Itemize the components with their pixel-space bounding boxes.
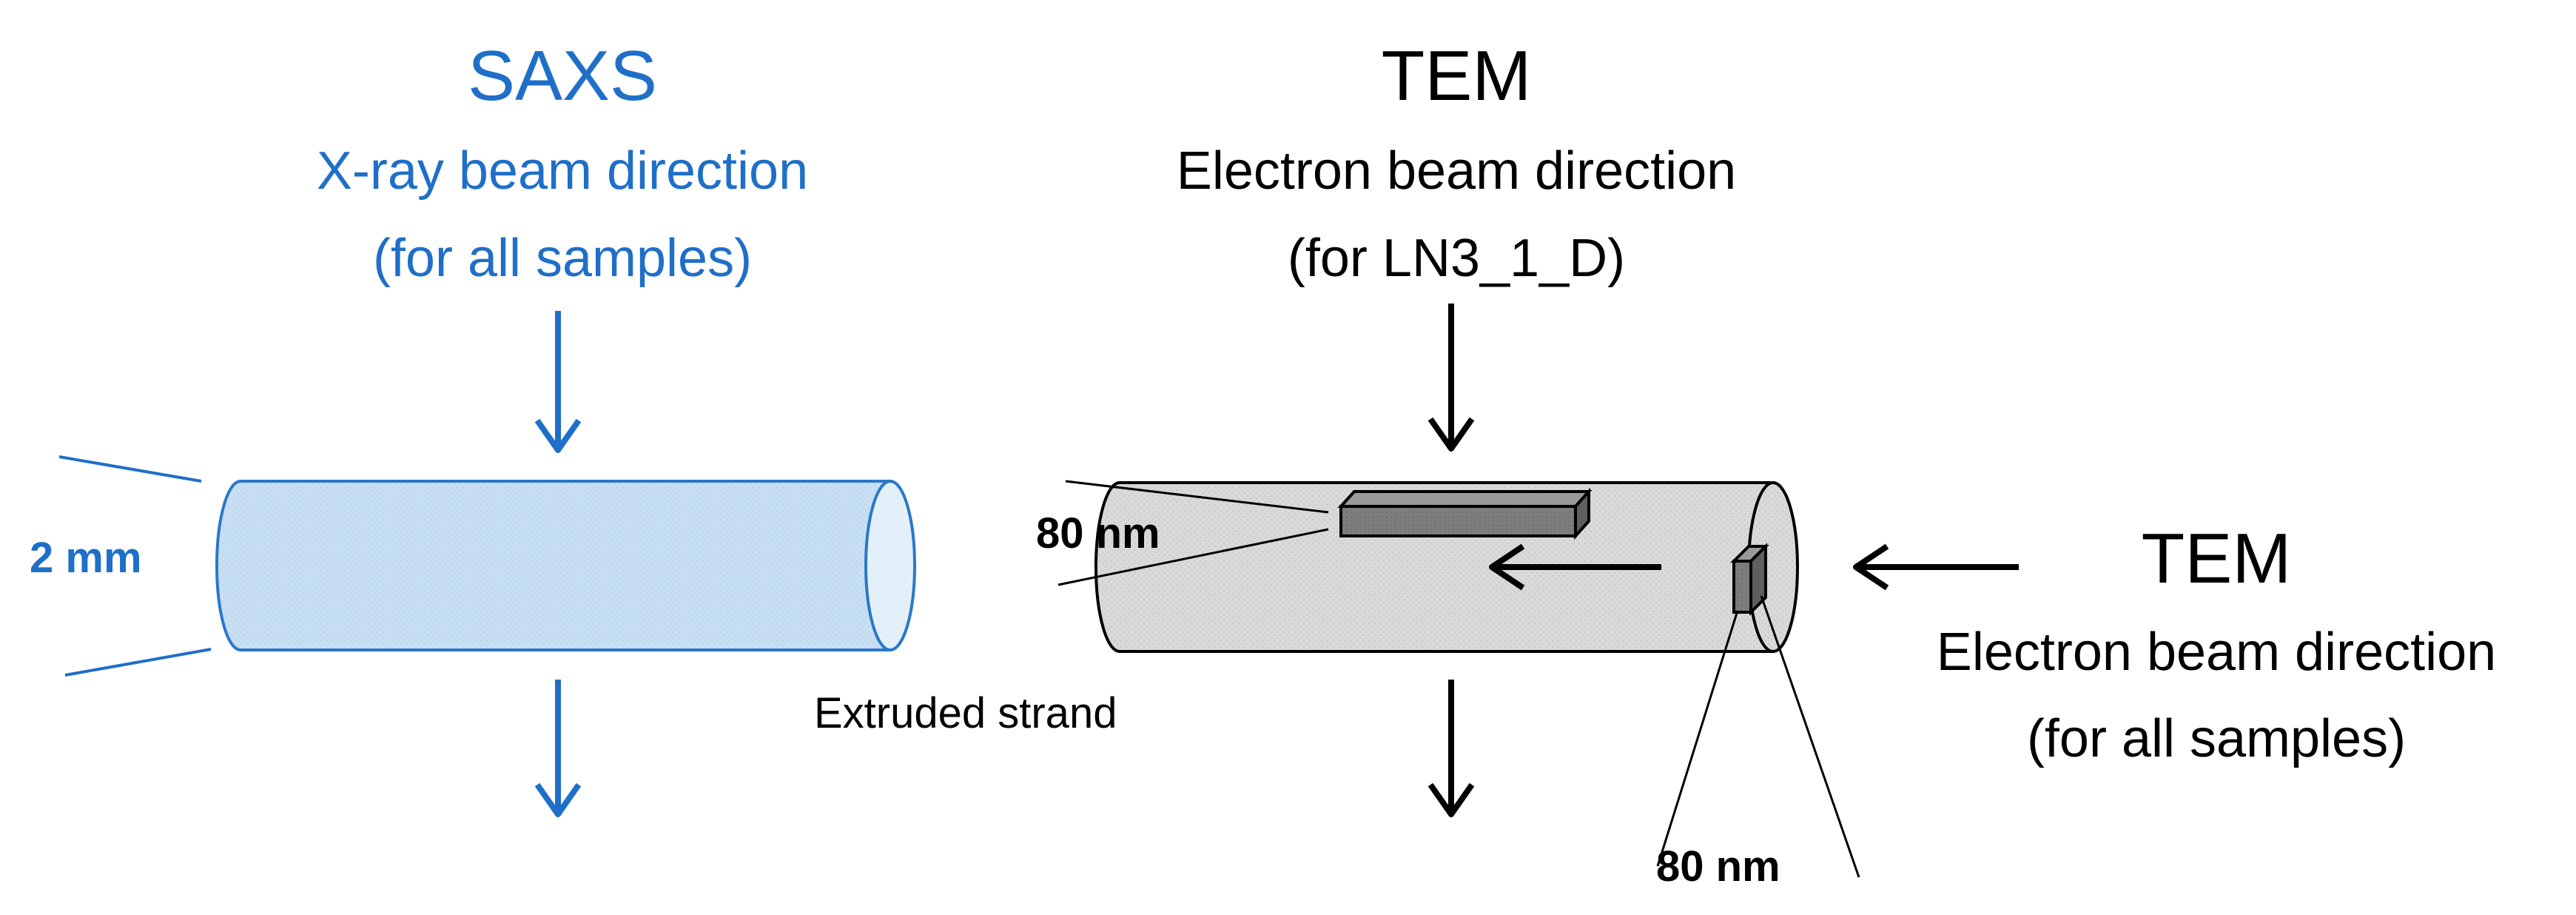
saxs-title: SAXS — [467, 36, 658, 115]
arrow-down-icon — [1427, 680, 1475, 817]
tem-side-title: TEM — [2141, 519, 2292, 598]
arrow-left-icon — [1489, 543, 1661, 591]
saxs-beam-label: X-ray beam direction — [316, 141, 809, 201]
tem-side-thickness-line-left — [1656, 610, 1739, 867]
saxs-scope: (for all samples) — [372, 229, 753, 288]
arrow-down-icon — [534, 680, 582, 817]
arrow-left-icon — [1853, 543, 2019, 591]
tem-top-beam-label: Electron beam direction — [1176, 141, 1737, 201]
tem-side-scope: (for all samples) — [2026, 709, 2407, 768]
tem-thickness-line-top — [1065, 480, 1329, 514]
tem-section-long — [1337, 487, 1593, 540]
arrow-down-icon — [534, 311, 582, 453]
arrow-down-icon — [1427, 304, 1475, 452]
tem-thickness-line-bottom — [1057, 528, 1329, 586]
saxs-diameter-line-bottom — [64, 648, 212, 677]
tem-top-thickness-label: 80 nm — [1036, 509, 1160, 557]
tem-side-beam-label: Electron beam direction — [1936, 623, 2497, 682]
tem-section-small — [1730, 543, 1769, 616]
saxs-diameter-label: 2 mm — [30, 534, 142, 582]
tem-side-thickness-label: 80 nm — [1656, 842, 1780, 891]
saxs-diameter-line-top — [58, 455, 202, 483]
saxs-cylinder — [215, 480, 916, 651]
tem-top-title: TEM — [1381, 36, 1532, 115]
strand-label: Extruded strand — [814, 689, 1117, 737]
tem-cylinder — [1094, 481, 1799, 653]
tem-side-thickness-line-right — [1760, 595, 1860, 878]
tem-top-scope: (for LN3_1_D) — [1287, 229, 1626, 288]
